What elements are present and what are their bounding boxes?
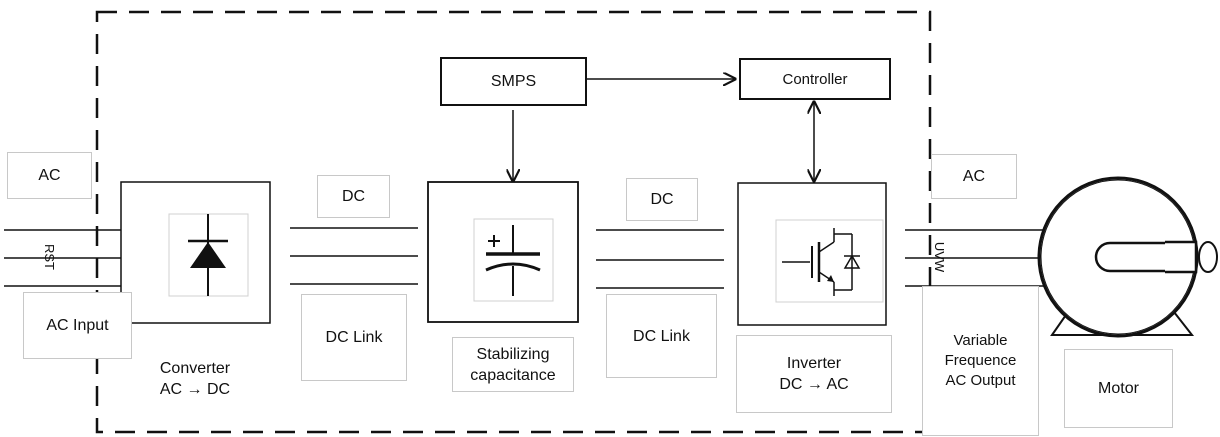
ac-input-box: AC Input — [23, 292, 132, 359]
vf-label-line1: Variable — [953, 332, 1008, 349]
dc-link-box-1: DC Link — [301, 294, 407, 381]
ac-input-label: AC Input — [46, 317, 109, 334]
motor-icon — [1037, 176, 1218, 338]
dc-type-label-1: DC — [341, 188, 366, 205]
controller-box: Controller — [739, 58, 891, 100]
ac-input-type-label: AC — [38, 167, 61, 184]
igbt-icon — [775, 219, 884, 303]
smps-box: SMPS — [440, 57, 587, 106]
dc-link-label-1: DC Link — [325, 329, 383, 346]
dc-type-box-2: DC — [626, 178, 698, 221]
stabilizing-label-line2: capacitance — [470, 366, 556, 384]
vf-label-line2: Frequence — [944, 352, 1017, 369]
variable-frequency-output-box: Variable Frequence AC Output — [922, 286, 1039, 436]
drive-enclosure — [95, 10, 932, 434]
capacitor-icon — [473, 218, 554, 302]
motor-box: Motor — [1064, 349, 1173, 428]
stabilizing-label-line1: Stabilizing — [476, 345, 550, 363]
inverter-label-line2: DC → AC — [779, 376, 849, 393]
dc-link-2-lines — [596, 229, 724, 289]
ac-input-type-box: AC — [7, 152, 92, 199]
motor-label: Motor — [1098, 380, 1139, 397]
dc-type-label-2: DC — [650, 191, 674, 208]
output-phase-lines — [905, 229, 1060, 287]
smps-label: SMPS — [490, 73, 537, 90]
inverter-label-line1: Inverter — [786, 355, 842, 372]
rst-label: RST — [42, 244, 58, 270]
converter-caption: Converter AC → DC — [120, 356, 270, 402]
converter-caption-line1: Converter — [159, 360, 231, 377]
ac-output-type-box: AC — [931, 154, 1017, 199]
vf-label-line3: AC Output — [945, 372, 1016, 389]
controller-label: Controller — [782, 70, 848, 88]
dc-link-box-2: DC Link — [606, 294, 717, 378]
diode-icon — [168, 213, 249, 297]
dc-type-box-1: DC — [317, 175, 390, 218]
stabilizing-capacitance-box: Stabilizing capacitance — [452, 337, 574, 392]
dc-link-label-2: DC Link — [633, 327, 690, 345]
converter-caption-line2: AC → DC — [159, 381, 231, 398]
ac-output-type-label: AC — [962, 168, 986, 185]
uvw-label: UVW — [932, 241, 948, 273]
dc-link-1-lines — [290, 227, 418, 285]
inverter-caption-box: Inverter DC → AC — [736, 335, 892, 413]
